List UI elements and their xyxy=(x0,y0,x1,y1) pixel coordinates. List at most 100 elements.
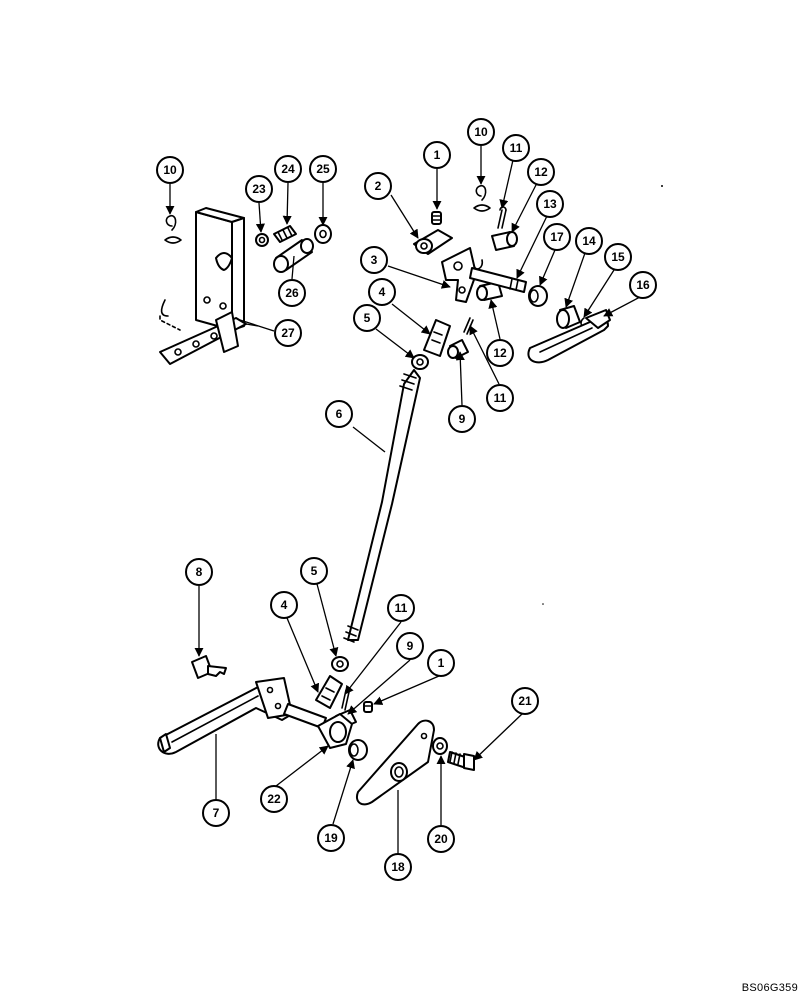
callout-4-lower: 4 xyxy=(270,591,298,619)
svg-text:9: 9 xyxy=(407,639,414,653)
pin-26 xyxy=(273,238,314,273)
svg-text:24: 24 xyxy=(281,162,295,176)
svg-text:22: 22 xyxy=(267,792,281,806)
svg-text:18: 18 xyxy=(391,860,405,874)
nut-5-upper xyxy=(411,354,429,370)
latch-bracket xyxy=(159,311,259,365)
svg-text:2: 2 xyxy=(375,179,382,193)
callout-18: 18 xyxy=(384,853,412,881)
callout-1-lower: 1 xyxy=(427,649,455,677)
callout-25: 25 xyxy=(309,155,337,183)
callout-20: 20 xyxy=(427,825,455,853)
svg-text:27: 27 xyxy=(281,326,295,340)
pin-12-lower xyxy=(476,281,503,301)
rod-6 xyxy=(343,369,421,643)
set-screw-1-lower xyxy=(363,701,373,713)
svg-text:11: 11 xyxy=(395,601,408,615)
svg-text:5: 5 xyxy=(364,311,371,325)
svg-text:21: 21 xyxy=(518,694,532,708)
svg-text:1: 1 xyxy=(434,148,441,162)
set-screw-1-upper xyxy=(431,211,442,225)
bushing-19 xyxy=(348,739,368,761)
callout-8: 8 xyxy=(185,558,213,586)
reference-code: BS06G359 xyxy=(741,982,798,994)
spring-upper-left xyxy=(159,214,182,331)
svg-text:17: 17 xyxy=(550,230,564,244)
svg-text:12: 12 xyxy=(534,165,548,179)
svg-text:7: 7 xyxy=(213,806,220,820)
callout-14: 14 xyxy=(575,227,603,255)
callout-2: 2 xyxy=(364,172,392,200)
callout-4-upper: 4 xyxy=(368,278,396,306)
callout-27: 27 xyxy=(274,319,302,347)
callout-16: 16 xyxy=(629,271,657,299)
svg-text:4: 4 xyxy=(379,285,386,299)
callout-11-mid: 11 xyxy=(486,384,514,412)
cotter-pin-11-mid xyxy=(463,317,474,335)
callout-10-upper-right: 10 xyxy=(467,118,495,146)
svg-text:6: 6 xyxy=(336,407,343,421)
callout-7: 7 xyxy=(202,799,230,827)
callout-24: 24 xyxy=(274,155,302,183)
bolt-24 xyxy=(273,225,297,243)
callout-13: 13 xyxy=(536,190,564,218)
svg-text:3: 3 xyxy=(371,253,378,267)
scan-specks xyxy=(542,185,663,605)
callout-3: 3 xyxy=(360,246,388,274)
leader-lines xyxy=(165,146,641,853)
bracket-2 xyxy=(413,229,453,255)
lever-3 xyxy=(441,247,477,303)
pin-12-upper xyxy=(491,231,518,251)
callout-21: 21 xyxy=(511,687,539,715)
plate-18 xyxy=(356,719,435,806)
bushing-17 xyxy=(528,285,548,307)
svg-text:9: 9 xyxy=(459,412,466,426)
svg-text:12: 12 xyxy=(493,346,507,360)
callout-11-upper: 11 xyxy=(502,134,530,162)
shaft-13 xyxy=(469,267,527,293)
callout-11-lower: 11 xyxy=(387,594,415,622)
svg-text:13: 13 xyxy=(543,197,557,211)
clevis-4-lower xyxy=(315,675,343,709)
callout-9-lower: 9 xyxy=(396,632,424,660)
svg-text:11: 11 xyxy=(494,391,507,405)
callout-10-upper-left: 10 xyxy=(156,156,184,184)
svg-text:4: 4 xyxy=(281,598,288,612)
handle-7 xyxy=(157,677,293,755)
svg-text:15: 15 xyxy=(611,250,625,264)
callout-15: 15 xyxy=(604,243,632,271)
svg-text:14: 14 xyxy=(582,234,596,248)
svg-text:23: 23 xyxy=(252,182,266,196)
callout-6: 6 xyxy=(325,400,353,428)
cotter-pin-11-upper xyxy=(497,206,507,229)
callout-26: 26 xyxy=(278,279,306,307)
svg-text:25: 25 xyxy=(316,162,330,176)
bushing-14 xyxy=(556,305,581,329)
washer-25 xyxy=(314,224,332,244)
svg-text:16: 16 xyxy=(636,278,650,292)
callout-12-lower: 12 xyxy=(486,339,514,367)
pin-9-upper xyxy=(447,339,469,359)
svg-text:8: 8 xyxy=(196,565,203,579)
callout-9-upper: 9 xyxy=(448,405,476,433)
callout-22: 22 xyxy=(260,785,288,813)
callout-23: 23 xyxy=(245,175,273,203)
key-8 xyxy=(191,655,227,679)
svg-text:20: 20 xyxy=(434,832,448,846)
callout-19: 19 xyxy=(317,824,345,852)
nut-23 xyxy=(255,233,269,247)
callout-17: 17 xyxy=(543,223,571,251)
washer-20 xyxy=(432,737,448,755)
nut-5-lower xyxy=(331,656,349,672)
callout-5-lower: 5 xyxy=(300,557,328,585)
svg-text:26: 26 xyxy=(285,286,299,300)
svg-text:1: 1 xyxy=(438,656,445,670)
spring-upper-right xyxy=(473,184,491,270)
callout-5-upper: 5 xyxy=(353,304,381,332)
svg-text:10: 10 xyxy=(474,125,488,139)
latch-plate xyxy=(195,207,245,331)
svg-text:10: 10 xyxy=(163,163,177,177)
svg-text:5: 5 xyxy=(311,564,318,578)
svg-text:11: 11 xyxy=(510,141,523,155)
